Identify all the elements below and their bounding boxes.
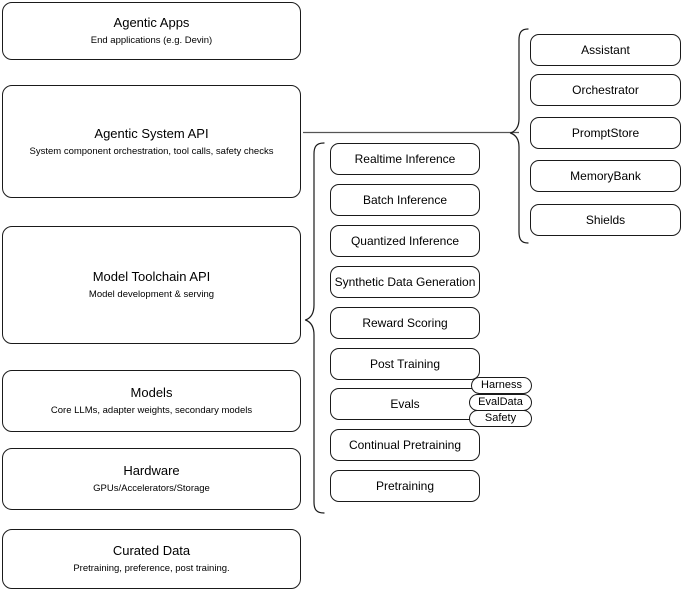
capability-label: Continual Pretraining	[348, 437, 462, 452]
layer-subtitle: Model development & serving	[88, 289, 215, 300]
evals-subcomponent-harness[interactable]: Harness	[471, 377, 532, 394]
system-component-memorybank[interactable]: MemoryBank	[530, 160, 681, 192]
layer-title: Agentic Apps	[113, 15, 190, 30]
layer-title: Agentic System API	[94, 125, 209, 141]
layer-agentic-apps[interactable]: Agentic Apps End applications (e.g. Devi…	[2, 2, 301, 60]
system-component-orchestrator[interactable]: Orchestrator	[530, 74, 681, 106]
system-component-label: Orchestrator	[572, 82, 639, 97]
capability-label: Batch Inference	[362, 192, 448, 207]
system-component-label: Assistant	[581, 42, 630, 57]
system-component-assistant[interactable]: Assistant	[530, 34, 681, 66]
evals-subcomponent-evaldata[interactable]: EvalData	[469, 394, 532, 411]
evals-subcomponent-label: Harness	[481, 379, 522, 391]
system-component-shields[interactable]: Shields	[530, 204, 681, 236]
evals-subcomponent-label: Safety	[484, 412, 517, 424]
capability-post-training[interactable]: Post Training	[330, 348, 480, 380]
capability-pretraining[interactable]: Pretraining	[330, 470, 480, 502]
layer-curated-data[interactable]: Curated Data Pretraining, preference, po…	[2, 529, 301, 589]
capability-label: Evals	[390, 396, 420, 411]
layer-subtitle: End applications (e.g. Devin)	[90, 35, 213, 46]
capability-continual-pretraining[interactable]: Continual Pretraining	[330, 429, 480, 461]
capability-label: Reward Scoring	[362, 315, 448, 330]
layer-models[interactable]: Models Core LLMs, adapter weights, secon…	[2, 370, 301, 432]
system-component-label: Shields	[585, 212, 626, 227]
capability-batch-inference[interactable]: Batch Inference	[330, 184, 480, 216]
capability-label: Quantized Inference	[350, 233, 460, 248]
capability-synthetic-data-generation[interactable]: Synthetic Data Generation	[330, 266, 480, 298]
layer-subtitle: System component orchestration, tool cal…	[29, 145, 274, 157]
layer-subtitle: Core LLMs, adapter weights, secondary mo…	[50, 405, 253, 416]
capability-quantized-inference[interactable]: Quantized Inference	[330, 225, 480, 257]
capability-realtime-inference[interactable]: Realtime Inference	[330, 143, 480, 175]
layer-title: Curated Data	[112, 543, 191, 558]
capability-evals[interactable]: Evals	[330, 388, 480, 420]
system-component-label: MemoryBank	[570, 168, 641, 183]
layer-subtitle: GPUs/Accelerators/Storage	[93, 483, 210, 494]
capability-label: Synthetic Data Generation	[334, 274, 476, 289]
capability-label: Post Training	[369, 356, 441, 371]
system-component-label: PromptStore	[571, 125, 640, 140]
layer-agentic-system-api[interactable]: Agentic System API System component orch…	[2, 85, 301, 198]
evals-subcomponent-label: EvalData	[478, 396, 523, 408]
system-component-promptstore[interactable]: PromptStore	[530, 117, 681, 149]
layer-title: Hardware	[123, 463, 180, 478]
layer-model-toolchain-api[interactable]: Model Toolchain API Model development & …	[2, 226, 301, 344]
layer-hardware[interactable]: Hardware GPUs/Accelerators/Storage	[2, 448, 301, 510]
capability-label: Pretraining	[375, 478, 435, 493]
toolchain-brace	[304, 142, 325, 514]
evals-subcomponent-safety[interactable]: Safety	[469, 410, 532, 427]
layer-title: Model Toolchain API	[92, 269, 211, 284]
system-components-brace	[509, 28, 529, 244]
layer-subtitle: Pretraining, preference, post training.	[73, 563, 230, 574]
capability-reward-scoring[interactable]: Reward Scoring	[330, 307, 480, 339]
layer-title: Models	[130, 385, 173, 400]
capability-label: Realtime Inference	[354, 151, 456, 166]
